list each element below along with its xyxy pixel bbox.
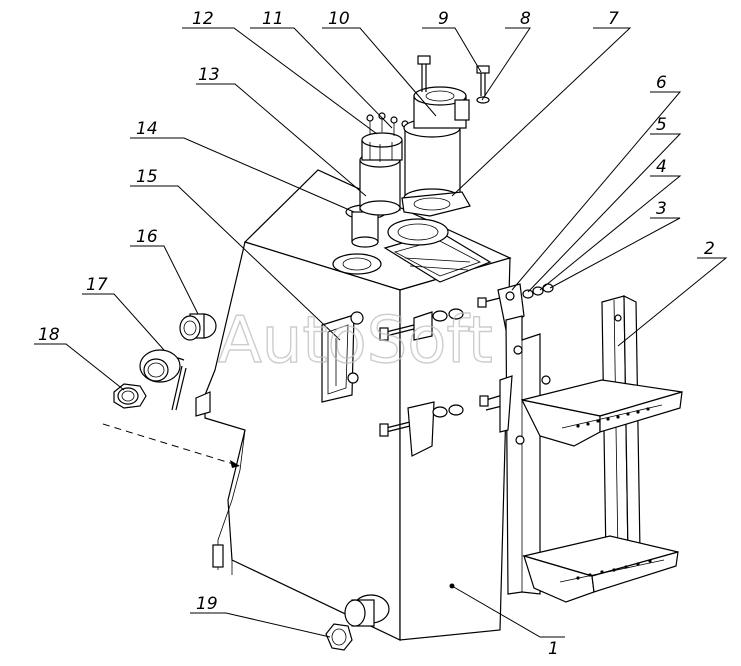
callout-13: 13 <box>198 65 220 85</box>
callout-8: 8 <box>520 9 531 29</box>
callout-2: 2 <box>704 239 715 259</box>
callout-12: 12 <box>192 9 214 29</box>
callout-7: 7 <box>608 9 619 29</box>
callout-6: 6 <box>656 73 667 93</box>
callout-15: 15 <box>136 167 158 187</box>
callout-10: 10 <box>328 9 350 29</box>
callout-5: 5 <box>656 115 667 135</box>
fitting-16 <box>179 313 217 341</box>
upper-bracket-bolts <box>379 308 464 341</box>
callout-19: 19 <box>196 594 218 614</box>
nut-18 <box>113 383 147 409</box>
leader-lines <box>34 27 728 638</box>
frame-rail <box>479 315 551 595</box>
callout-9: 9 <box>438 9 449 29</box>
callout-16: 16 <box>136 227 158 247</box>
sensor-assembly <box>345 55 490 248</box>
clamp-17 <box>139 349 187 411</box>
callout-11: 11 <box>262 9 284 29</box>
callout-14: 14 <box>136 119 158 139</box>
callout-1: 1 <box>548 639 559 659</box>
assembly-arrow <box>230 460 240 468</box>
watermark: AutoSoft <box>218 304 493 378</box>
step-ladder <box>520 295 683 603</box>
hanger-bracket <box>477 283 554 332</box>
assembly-axis-line <box>102 423 241 467</box>
callout-17: 17 <box>86 275 108 295</box>
lower-bracket-bolts <box>379 401 464 457</box>
drain-fitting <box>325 594 390 651</box>
callout-18: 18 <box>38 325 60 345</box>
callout-4: 4 <box>656 157 667 177</box>
level-gauge <box>321 311 364 403</box>
callout-3: 3 <box>656 199 667 219</box>
